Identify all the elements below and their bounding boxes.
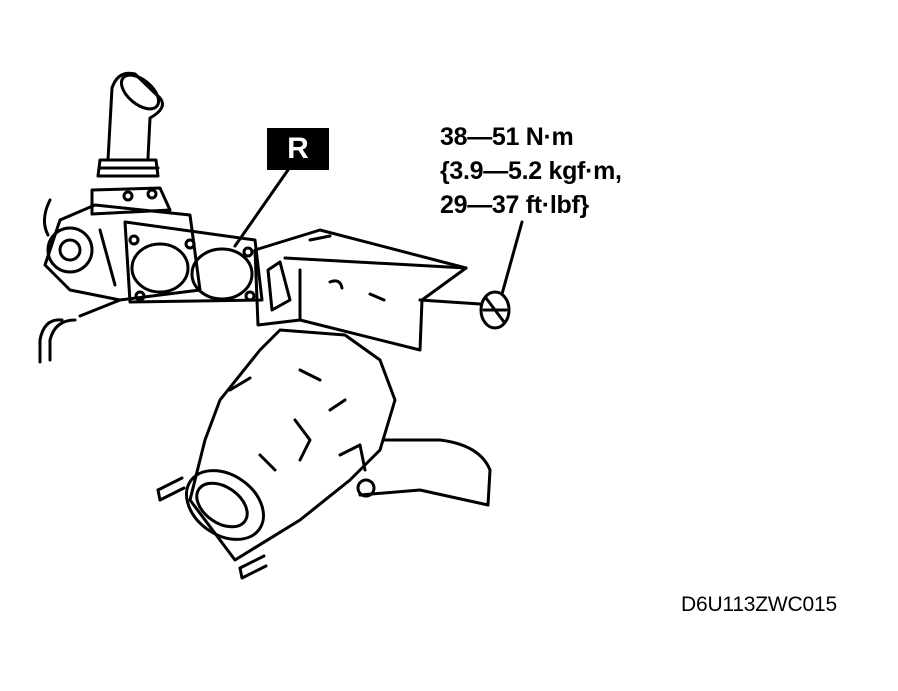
torque-line-ftlbf: 29—37 ft·lbf} (440, 191, 589, 219)
torque-line-kgfm: {3.9—5.2 kgf·m, (440, 157, 622, 185)
heat-shield (253, 228, 468, 352)
turbocharger-housing (38, 186, 202, 364)
torque-leader-line (500, 220, 524, 296)
torque-specification: 38—51 N·m {3.9—5.2 kgf·m, 29—37 ft·lbf} (440, 120, 622, 222)
badge-leader-line (233, 168, 290, 248)
flange-gasket (123, 220, 264, 304)
right-side-badge: R (267, 128, 329, 170)
outlet-flange (156, 469, 268, 580)
torque-line-nm: 38—51 N·m (440, 123, 574, 151)
figure-code: D6U113ZWC015 (681, 593, 837, 616)
intake-pipe (96, 71, 164, 178)
bolt (418, 290, 511, 330)
catalytic-converter (188, 328, 492, 562)
